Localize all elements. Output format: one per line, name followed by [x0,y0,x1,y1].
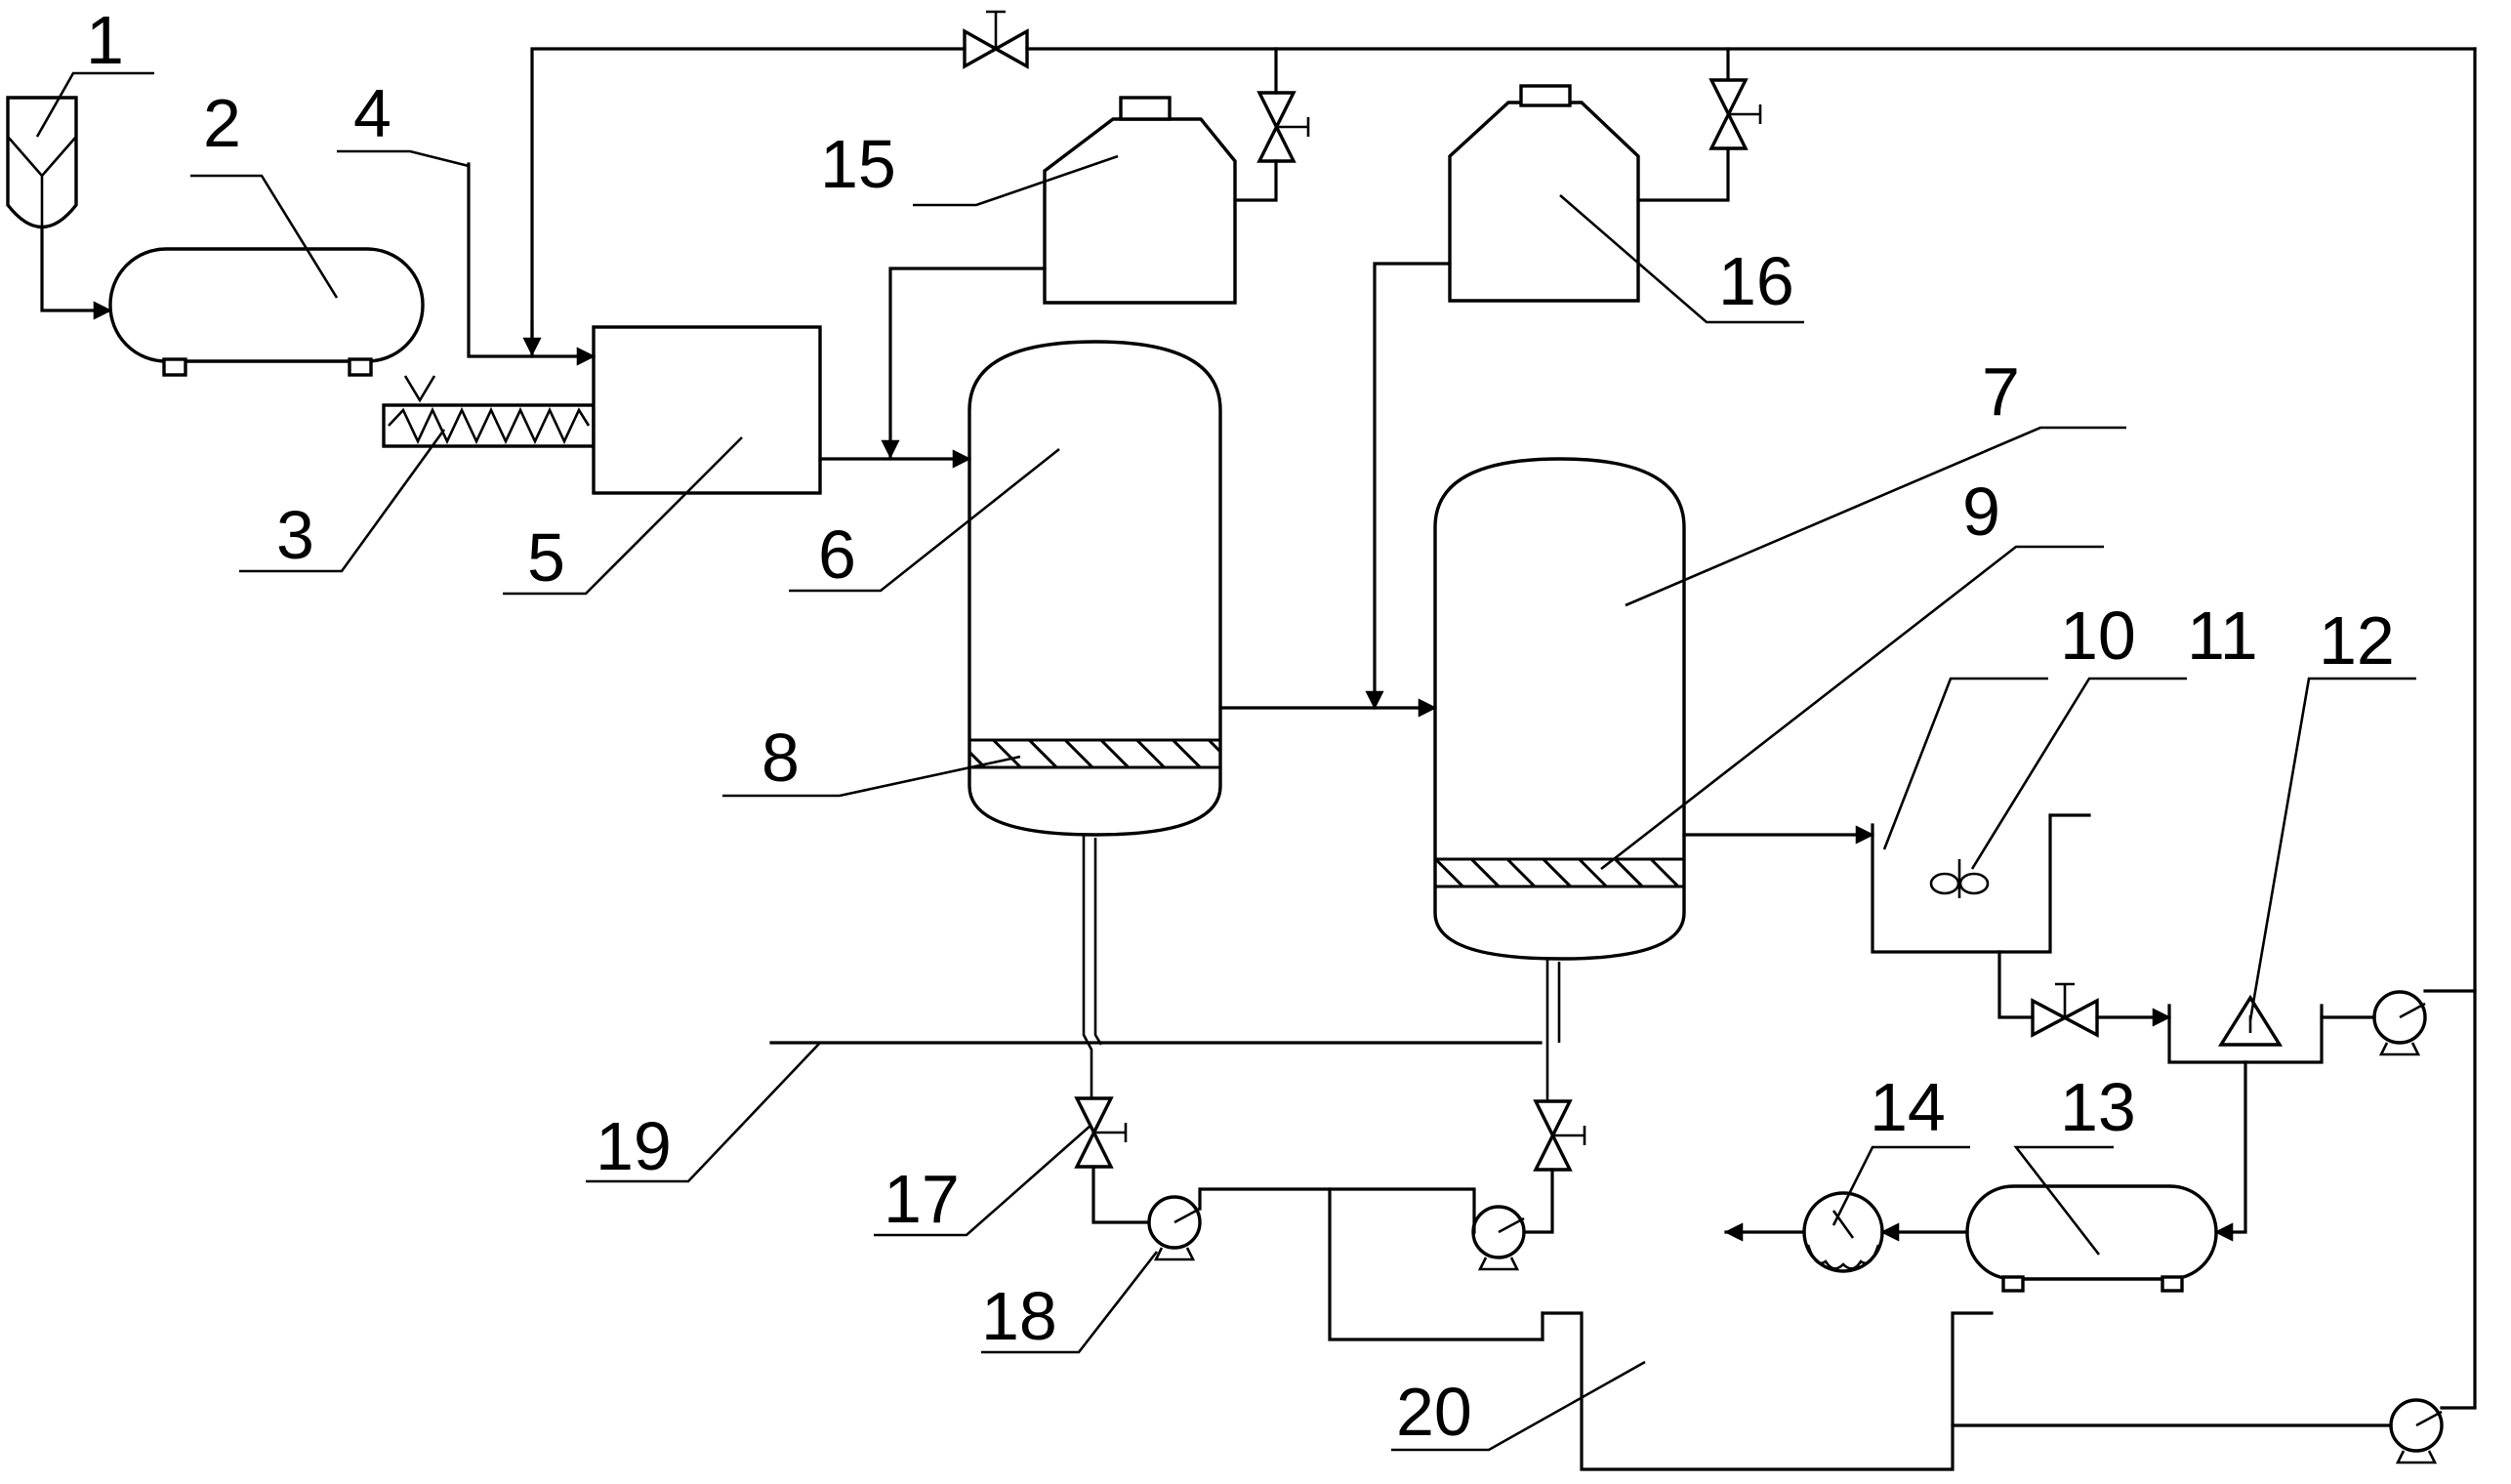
label-2: 2 [203,85,241,161]
item-labels: 1 2 3 4 5 6 7 8 9 10 11 12 13 14 15 16 1… [86,2,2395,1450]
valve-tank15 [1256,91,1310,163]
sump-20 [1541,1311,1994,1471]
box-unit-5 [592,325,822,495]
label-14: 14 [1870,1069,1946,1145]
valve-tank10-outlet [2031,982,2099,1038]
screw-conveyor-3 [382,375,596,448]
valve-reactor7-bottom [1533,1099,1586,1172]
label-3: 3 [276,497,314,573]
dosing-tank-15 [1043,96,1237,305]
label-10: 10 [2060,598,2136,674]
label-18: 18 [981,1278,1057,1354]
label-13: 13 [2060,1069,2136,1145]
label-17: 17 [884,1161,960,1237]
dosing-tank-16 [1448,84,1640,303]
label-15: 15 [820,126,896,202]
label-9: 9 [1962,474,2000,550]
label-11: 11 [2187,598,2258,674]
agitator-11 [1929,859,1990,898]
label-5: 5 [527,519,565,596]
horizontal-tank-2 [108,247,425,377]
label-1: 1 [86,2,124,78]
label-8: 8 [762,720,800,796]
pump-18 [1147,1195,1202,1261]
packing-layer-8 [967,738,1222,769]
piping [40,47,2477,1427]
leader-lines [35,71,2416,1452]
reactor-6 [967,340,1222,837]
label-7: 7 [1982,353,2020,430]
hopper-1 [6,96,78,229]
label-16: 16 [1718,243,1794,319]
valve-17 [1074,1096,1128,1169]
pump-middle [1471,1205,1526,1271]
tank-12 [2167,994,2324,1064]
label-4: 4 [353,75,391,151]
tank-10 [1871,813,2091,954]
packing-layer-9 [1433,857,1686,888]
reactor-7 [1433,457,1686,961]
label-19: 19 [596,1108,672,1184]
label-6: 6 [818,516,856,593]
horizontal-tank-13 [1965,1184,2218,1293]
pump-right-upper [2372,990,2427,1056]
valve-top-horizontal [963,10,1029,69]
label-12: 12 [2319,602,2395,679]
label-20: 20 [1396,1374,1472,1450]
pump-right-lower [2389,1398,2444,1464]
valve-tank16 [1708,78,1762,150]
